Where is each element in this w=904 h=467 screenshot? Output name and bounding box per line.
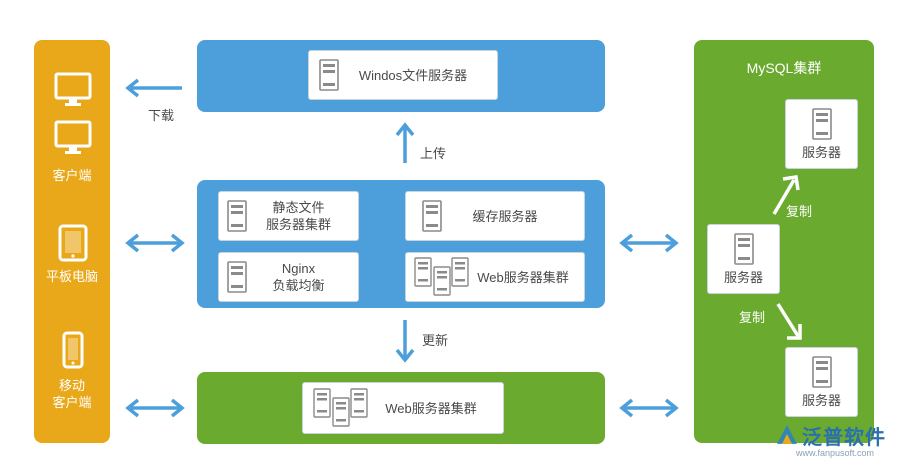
replicate-down-arrow [776,303,802,340]
static-server-label: 静态文件 服务器集群 [265,200,331,232]
nginx-label: Nginx 负载均衡 [272,261,325,293]
client-mobile-label: 移动 客户端 [52,378,92,410]
bidirectional-arrow-left-bottom [125,398,185,418]
mysql-server-mid: 服务器 [707,224,780,294]
update-arrow [395,320,415,363]
bidirectional-arrow-right-bottom [619,398,679,418]
client-panel [34,40,110,443]
nginx-box: Nginx 负载均衡 [218,252,359,302]
server-icon [733,232,754,265]
mysql-server-top: 服务器 [785,99,858,169]
brand-logo-icon [777,425,797,444]
server-icon [227,261,247,293]
upload-label: 上传 [420,146,447,161]
mysql-server-bottom-label: 服务器 [801,392,841,408]
server-icon [422,200,442,232]
server-cluster-icon [313,388,368,427]
mysql-server-mid-label: 服务器 [723,269,763,285]
bottom-web-cluster-box: Web服务器集群 [302,382,504,434]
replicate-down-label: 复制 [739,310,766,325]
tablet-icon [58,224,88,262]
server-icon [811,107,832,140]
cache-server-box: 缓存服务器 [405,191,585,241]
mysql-server-top-label: 服务器 [801,144,841,160]
watermark-url: www.fanpusoft.com [796,448,875,458]
server-icon [319,59,339,91]
web-cluster-box: Web服务器集群 [405,252,585,302]
server-cluster-icon [414,257,469,296]
cache-server-label: 缓存服务器 [472,208,538,224]
server-icon [811,355,832,388]
web-cluster-label: Web服务器集群 [477,269,569,285]
static-server-box: 静态文件 服务器集群 [218,191,359,241]
upload-arrow [395,122,415,163]
download-arrow [125,78,182,98]
monitor-icon [54,72,92,106]
bidirectional-arrow-left-mid [125,233,185,253]
mysql-title: MySQL集群 [746,60,822,76]
bottom-web-cluster-label: Web服务器集群 [385,400,477,416]
client-tablet-label: 平板电脑 [45,269,98,284]
file-server-label: Windos文件服务器 [358,67,468,83]
replicate-up-arrow [772,175,800,215]
file-server-box: Windos文件服务器 [308,50,498,100]
watermark-logo: 泛普软件 www.fanpusoft.com [774,420,902,464]
mobile-icon [62,331,84,369]
bidirectional-arrow-right-mid [619,233,679,253]
client-pc-label: 客户端 [52,168,92,183]
download-label: 下载 [148,108,175,123]
server-icon [227,200,247,232]
monitor-icon [54,120,92,154]
watermark-brand: 泛普软件 [802,427,886,449]
update-label: 更新 [422,333,449,348]
replicate-up-label: 复制 [786,204,813,219]
mysql-server-bottom: 服务器 [785,347,858,417]
